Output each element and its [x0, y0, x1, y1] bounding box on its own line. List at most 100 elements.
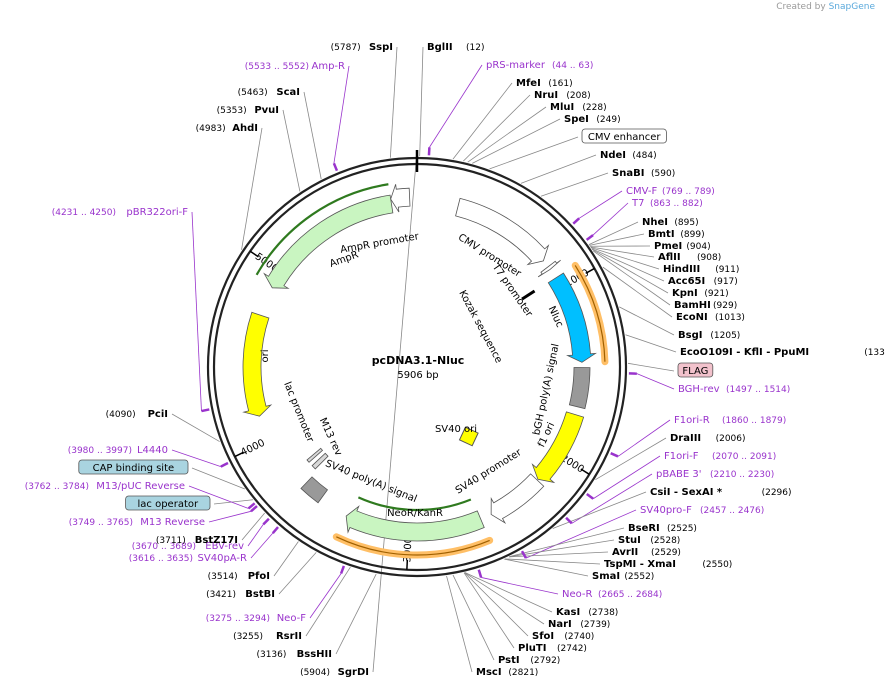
site-kasi: KasI(2738) [556, 607, 618, 618]
feature-ori [242, 311, 273, 417]
leader-sv40pa-r [250, 532, 274, 559]
leader-prs-marker [429, 64, 483, 148]
site-ecoo109i-kfli-ppumi: EcoO109I - KflI - PpuMI(1332) [680, 347, 885, 358]
primer-tick [572, 217, 581, 225]
site-name: BseRI [628, 523, 660, 534]
site-t7: T7 (863 .. 882) [631, 198, 703, 209]
site-ebv-rev: EBV-rev(3670 .. 3689) [132, 541, 244, 552]
feature-label: SV40 poly(A) signal [324, 458, 419, 505]
site-name: M13/pUC Reverse [96, 481, 185, 492]
site-name: BstZ17I [195, 535, 238, 546]
site-name: T7 [631, 198, 644, 209]
credit-prefix: Created by [776, 2, 826, 12]
leader-ahdi [241, 127, 263, 250]
site-prs-marker: pRS-marker(44 .. 63) [486, 60, 593, 71]
site-position: (3275 .. 3294) [206, 614, 270, 624]
site-position: (3762 .. 3784) [25, 482, 89, 492]
site-name: Acc65I [668, 276, 705, 287]
site-name: L4440 [137, 445, 168, 456]
site-bamhi: BamHI(929) [674, 300, 737, 311]
site-position: (908) [697, 253, 721, 263]
leader-hindiii [590, 247, 660, 270]
site-avrii: AvrII(2529) [612, 547, 681, 558]
site-position: (2070 .. 2091) [712, 452, 776, 462]
site-m13-puc-reverse: M13/pUC Reverse (3762 .. 3784) [25, 481, 185, 492]
site-sfoi: SfoI(2740) [532, 631, 594, 642]
site-name: F1ori-F [664, 451, 699, 462]
site-stui: StuI(2528) [618, 535, 680, 546]
site-position: (4231 .. 4250) [52, 208, 116, 218]
site-lac-operator: lac operator [125, 495, 211, 511]
plasmid-size: 5906 bp [397, 370, 438, 381]
site-f1ori-f: F1ori-F (2070 .. 2091) [664, 451, 776, 462]
site-name: lac operator [138, 499, 199, 510]
site-position: (921) [704, 289, 728, 299]
leader-econi [602, 266, 673, 318]
leader-bgh-rev [636, 373, 675, 390]
site-position: (3421) [206, 590, 236, 600]
site-name: CsiI - SexAI * [650, 487, 723, 498]
site-name: PmeI [654, 241, 682, 252]
site-name: NruI [534, 90, 558, 101]
site-sv40pro-f: SV40pro-F(2457 .. 2476) [640, 505, 764, 516]
site-f1ori-r: F1ori-R(1860 .. 1879) [674, 415, 786, 426]
site-name: PvuI [254, 105, 279, 116]
site-position: (863 .. 882) [650, 199, 703, 209]
site-name: KpnI [672, 288, 698, 299]
site-name: BssHII [297, 649, 332, 660]
site-position: (3136) [256, 650, 286, 660]
site-smai: SmaI(2552) [592, 571, 654, 582]
site-position: (12) [466, 43, 484, 53]
feature-label: NeoR/KanR [387, 508, 443, 519]
leader-spei [472, 118, 561, 164]
site-name: ScaI [276, 87, 300, 98]
site-position: (1205) [710, 331, 740, 341]
leader-m13-reverse [208, 510, 252, 523]
leader-sv40pro-f [525, 509, 637, 559]
site-position: (911) [715, 265, 739, 275]
site-name: NheI [642, 217, 668, 228]
site-cmv-f: CMV-F(769 .. 789) [626, 186, 715, 197]
site-ahdi: AhdI(4983) [196, 123, 258, 134]
site-name: MluI [550, 102, 574, 113]
site-position: (2552) [624, 572, 654, 582]
site-name: BsgI [678, 330, 702, 341]
site-position: (929) [713, 301, 737, 311]
site-cmv-enhancer: CMV enhancer [581, 128, 667, 144]
leader-nhei [588, 221, 639, 245]
site-name: AhdI [232, 123, 258, 134]
snapgene-credit: Created by SnapGene [776, 2, 875, 12]
site-position: (5353) [217, 106, 247, 116]
leader-m13-puc-reverse [188, 485, 249, 509]
ampr-orf-line [255, 183, 389, 276]
leader-f1ori-r [617, 419, 671, 457]
site-flag: FLAG [677, 362, 714, 378]
leader-bstbi [278, 552, 317, 595]
site-position: (2529) [651, 548, 681, 558]
leader-bamhi [592, 250, 671, 306]
site-name: SV40pA-R [198, 553, 247, 564]
site-bseri: BseRI(2525) [628, 523, 697, 534]
leader-lac-operator [213, 499, 254, 505]
site-position: (484) [632, 151, 656, 161]
site-scai: ScaI(5463) [238, 87, 300, 98]
site-position: (904) [686, 242, 710, 252]
primer-tick [585, 234, 594, 241]
feature-nluc [547, 272, 597, 363]
leader-sfoi [464, 572, 529, 637]
site-position: (161) [548, 79, 572, 89]
feature-label: lac promoter [281, 380, 316, 444]
site-name: SV40pro-F [640, 505, 692, 516]
leader-bglii [419, 46, 424, 157]
site-name: TspMI - XmaI [604, 559, 676, 570]
site-name: EcoNI [676, 312, 708, 323]
site-position: (3616 .. 3635) [129, 554, 193, 564]
site-name: SfoI [532, 631, 554, 642]
leader-neo-f [309, 573, 342, 619]
site-position: (917) [714, 277, 738, 287]
leader-draiii [595, 437, 667, 481]
site-name: BstBI [245, 589, 275, 600]
site-name: BGH-rev [678, 384, 720, 395]
leader-ecoo109i-kfli-ppumi [625, 334, 677, 353]
